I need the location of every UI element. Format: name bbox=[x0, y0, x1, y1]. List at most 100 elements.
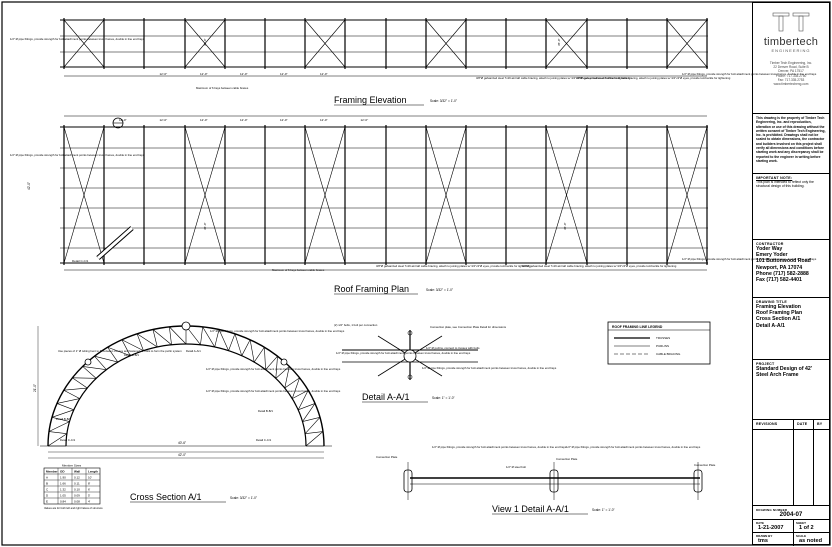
truss-web bbox=[275, 366, 290, 379]
bay-dimension: 12'-0" bbox=[200, 72, 208, 76]
connection-node bbox=[181, 321, 191, 331]
project-line: Steel Arch Frame bbox=[756, 372, 799, 379]
detail-title: Detail A-A/1 bbox=[362, 392, 410, 402]
truss-web bbox=[51, 416, 70, 422]
table-cell: 0.09 bbox=[74, 493, 80, 497]
truss-web bbox=[200, 326, 203, 345]
bracing-note-elev-1: 3/8"Ø galvanized steel 7x19 aircraft cab… bbox=[476, 76, 631, 80]
revisions-by-head: BY bbox=[817, 422, 823, 426]
truss-web bbox=[136, 333, 144, 351]
date-value: 1-21-2007 bbox=[758, 525, 784, 531]
bracing-note-plan-2: 3/8"Ø galvanized steel 7x19 aircraft cab… bbox=[522, 264, 677, 268]
cable-brace bbox=[666, 19, 708, 68]
truss-web bbox=[291, 377, 300, 399]
company-sub: ENGINEERING bbox=[771, 48, 811, 53]
pipe-note-plan-right: 1/2" Ø pipe fittings, provide strength f… bbox=[682, 257, 817, 261]
cross-detail-c-2: Detail C-C/1 bbox=[256, 438, 272, 442]
table-cell: E bbox=[46, 499, 48, 503]
table-cell: 0.84 bbox=[60, 499, 66, 503]
drawing-number-block: DRAWING NUMBER 2004-07 bbox=[753, 505, 829, 519]
cable-brace bbox=[666, 126, 708, 264]
pipe-note-plan: 1/2" Ø pipe fittings, provide strength f… bbox=[10, 153, 145, 157]
truss-web bbox=[284, 366, 290, 389]
contractor-line: Fax (717) 582-4401 bbox=[756, 277, 802, 284]
truss-web bbox=[234, 333, 243, 356]
roof-framing-plan: 12'-0"12'-0"12'-0"12'-0"12'-0"12'-0"12'-… bbox=[60, 115, 708, 271]
roof-framing-line-legend bbox=[607, 321, 711, 365]
table-cell: 1.66 bbox=[60, 481, 66, 485]
truss-web bbox=[48, 421, 70, 432]
bay-dimension: 12'-0" bbox=[160, 72, 168, 76]
truss-web bbox=[94, 355, 118, 363]
elev-dim-vertical: 35'-0" bbox=[203, 38, 207, 46]
legend-purlins: PURLINS bbox=[656, 344, 669, 348]
truss-web bbox=[214, 329, 220, 348]
cross-note-pipe-top: 1/2" Ø pipe fittings, provide strength f… bbox=[210, 329, 345, 333]
truss-web bbox=[82, 366, 97, 379]
spacing-note-elev: Maximum of 6 bays between cable braces bbox=[196, 86, 249, 90]
truss-web bbox=[82, 366, 107, 370]
drawing-title-line: Roof Framing Plan bbox=[756, 310, 803, 317]
table-cell: A bbox=[46, 475, 48, 479]
drawing-number-head: DRAWING NUMBER bbox=[756, 508, 788, 512]
table-cell: 0.11 bbox=[74, 481, 80, 485]
drawing-title-line: Cross Section A/1 bbox=[756, 316, 801, 323]
scale-value: as noted bbox=[799, 538, 823, 544]
elev-dim-vertical-2: 35'-0" bbox=[557, 38, 561, 46]
scale-head: SCALE bbox=[796, 534, 807, 538]
detail-pipe-note: 1/2" Ø pipe fittings, provide strength f… bbox=[336, 351, 471, 355]
truss-web bbox=[107, 346, 131, 356]
detail-scale: Scale: 1" = 1'-0" bbox=[432, 396, 455, 400]
cross-section-title: Cross Section A/1 bbox=[130, 492, 202, 502]
pipe-note-elev: 1/2" Ø pipe fittings, provide strength f… bbox=[10, 37, 145, 41]
cross-span-inner: 40'-6" bbox=[178, 441, 186, 445]
bay-dimension: 12'-0" bbox=[320, 72, 328, 76]
table-header-cell: Member bbox=[46, 469, 58, 473]
table-cell: 1.32 bbox=[60, 487, 66, 491]
detail-c-label: Detail C-C/1 bbox=[72, 259, 89, 263]
cross-detail-c: Detail C-C/1 bbox=[60, 438, 76, 442]
view1-conn-left: Connection Plate bbox=[376, 455, 398, 459]
table-header-cell: OD bbox=[60, 469, 65, 473]
bracing-note-plan-1: 3/8"Ø galvanized steel 7x19 aircraft cab… bbox=[376, 264, 531, 268]
truss-web bbox=[48, 431, 67, 435]
truss-web bbox=[305, 431, 324, 435]
roof-framing-plan-title: Roof Framing Plan bbox=[334, 284, 409, 294]
table-header-cell: Length bbox=[88, 469, 98, 473]
truss-web bbox=[297, 390, 309, 410]
truss-web bbox=[169, 326, 187, 345]
view1-conn-mid: Connection Plate bbox=[556, 457, 578, 461]
sheet-head: SHEET bbox=[796, 521, 807, 525]
drawing-number: 2004-07 bbox=[779, 511, 803, 518]
date-head: DATE bbox=[756, 521, 764, 525]
revisions-date-head: DATE bbox=[797, 422, 808, 426]
sheet-value: 1 of 2 bbox=[799, 525, 814, 531]
bay-dimension: 12'-0" bbox=[361, 118, 369, 122]
legend-title: ROOF FRAMING LINE LEGEND bbox=[612, 325, 663, 329]
table-cell: B bbox=[46, 481, 48, 485]
project-line: Standard Design of 42' bbox=[756, 366, 813, 372]
table-cell: 4' bbox=[88, 499, 91, 503]
plan-dim-vertical: 35'-0" bbox=[203, 222, 207, 230]
cable-brace bbox=[63, 19, 105, 68]
cable-brace bbox=[184, 19, 226, 68]
drawn-scale-block: DRAWN BY tms SCALE as noted bbox=[753, 532, 829, 546]
drawing-title-block: DRAWING TITLE Framing Elevation Roof Fra… bbox=[753, 297, 829, 359]
plan-side-dim: 42'-0" bbox=[27, 182, 31, 190]
drawn-value: tms bbox=[758, 538, 768, 544]
bay-dimension: 12'-0" bbox=[200, 118, 208, 122]
project-head: PROJECT bbox=[756, 362, 775, 366]
bay-dimension: 12'-0" bbox=[280, 72, 288, 76]
project-block: PROJECT Standard Design of 42' Steel Arc… bbox=[753, 359, 829, 419]
framing-elevation-scale: Scale: 3/32" = 1'-0" bbox=[430, 99, 457, 103]
table-cell: 10' bbox=[88, 475, 92, 479]
detail-a-a bbox=[342, 330, 478, 380]
truss-web bbox=[152, 329, 172, 345]
truss-web bbox=[47, 433, 68, 447]
truss-web bbox=[121, 339, 144, 351]
framing-elevation: 12'-0"12'-0"12'-0"12'-0"12'-0" bbox=[60, 18, 708, 77]
contractor-line: Emery Yoder bbox=[756, 252, 788, 259]
date-sheet-block: DATE 1-21-2007 SHEET 1 of 2 bbox=[753, 519, 829, 533]
cross-detail-b-2: Detail B-B/1 bbox=[56, 417, 71, 421]
contractor-line: Phone (717) 582-2888 bbox=[756, 270, 809, 277]
